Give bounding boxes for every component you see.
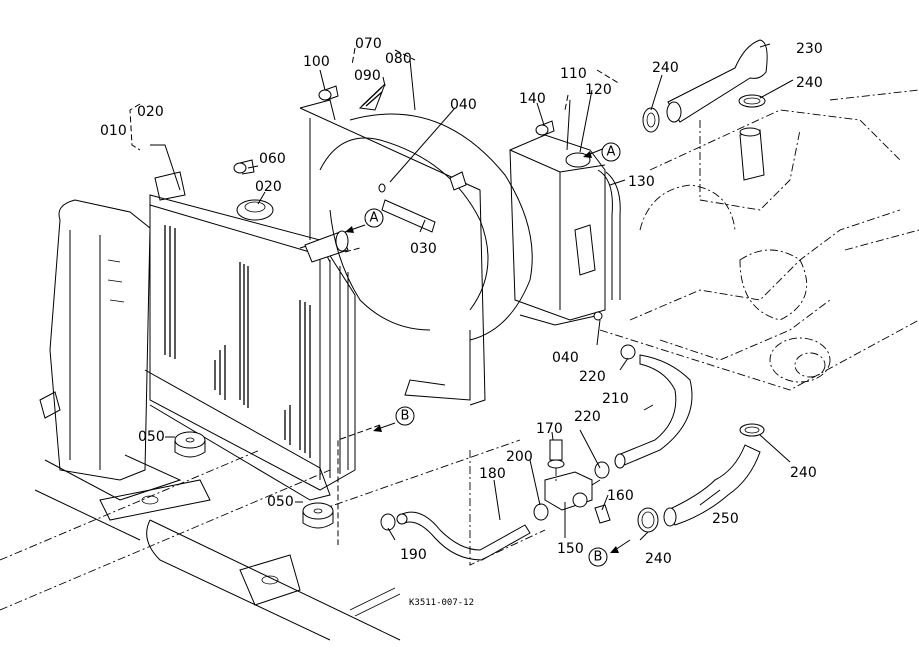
part-label-220: 220 — [579, 369, 606, 385]
ref-marker-a-right: A — [601, 142, 621, 162]
part-label-160: 160 — [607, 488, 634, 504]
ref-marker-a-left: A — [364, 208, 384, 228]
part-label-170: 170 — [536, 421, 563, 437]
part-label-180: 180 — [479, 466, 506, 482]
part-label-050: 050 — [267, 494, 294, 510]
clip-040-upper — [378, 171, 467, 193]
rubber-mount-left — [174, 431, 206, 458]
part-label-020: 020 — [255, 179, 282, 195]
part-label-040: 040 — [450, 97, 477, 113]
hose-180 — [396, 511, 531, 561]
part-label-250: 250 — [712, 511, 739, 527]
plug-100 — [318, 85, 339, 101]
part-labels: 010 020 020 030 040 040 050 050 060 070 … — [100, 36, 823, 567]
reference-arrows — [344, 147, 631, 553]
part-label-150: 150 — [557, 541, 584, 557]
part-label-140: 140 — [519, 91, 546, 107]
part-label-240: 240 — [790, 465, 817, 481]
seal-090 — [358, 83, 386, 111]
part-label-240: 240 — [796, 75, 823, 91]
part-label-100: 100 — [303, 54, 330, 70]
part-label-030: 030 — [410, 241, 437, 257]
hose-230 — [666, 39, 768, 123]
part-label-060: 060 — [259, 151, 286, 167]
clamp-220-a — [620, 344, 636, 360]
leader-lines — [129, 43, 794, 566]
clamp-240-b — [738, 94, 766, 108]
drain-cock-150 — [544, 471, 601, 511]
drawing-code: K3511-007-12 — [409, 598, 474, 608]
part-label-050: 050 — [138, 429, 165, 445]
svg-text:A: A — [370, 211, 379, 226]
clamp-240-d — [637, 507, 659, 533]
part-label-130: 130 — [628, 174, 655, 190]
part-label-210: 210 — [602, 391, 629, 407]
engine-phantom — [599, 89, 919, 391]
part-label-240: 240 — [645, 551, 672, 567]
drain-plug-170 — [547, 439, 565, 482]
svg-text:B: B — [401, 409, 410, 424]
plug-060 — [233, 159, 255, 175]
svg-text:B: B — [594, 550, 603, 565]
fan-shroud — [299, 99, 533, 406]
clip-040-lower — [593, 311, 603, 321]
plug-140 — [535, 120, 555, 136]
base-frame — [0, 439, 521, 641]
part-label-020: 020 — [137, 104, 164, 120]
part-label-220: 220 — [574, 409, 601, 425]
ref-marker-b-upper: B — [395, 406, 415, 426]
part-label-110: 110 — [560, 66, 587, 82]
part-label-190: 190 — [400, 547, 427, 563]
part-label-230: 230 — [796, 41, 823, 57]
hose-210 — [614, 354, 693, 469]
svg-text:A: A — [607, 145, 616, 160]
part-label-010: 010 — [100, 123, 127, 139]
hose-250 — [663, 444, 761, 527]
clamp-240-a — [642, 107, 660, 133]
reserve-tank — [509, 134, 621, 326]
part-label-120: 120 — [585, 82, 612, 98]
clamp-190 — [380, 513, 396, 531]
side-cover — [34, 199, 182, 541]
clamp-220-b — [594, 461, 610, 479]
part-label-200: 200 — [506, 449, 533, 465]
drain-cock-160 — [594, 504, 611, 524]
part-label-080: 080 — [385, 51, 412, 67]
radiator — [144, 171, 356, 501]
rubber-mount-right — [302, 502, 334, 529]
part-label-090: 090 — [354, 68, 381, 84]
part-label-040: 040 — [552, 350, 579, 366]
ref-marker-b-lower: B — [588, 547, 608, 567]
clamp-200 — [533, 503, 549, 521]
part-label-070: 070 — [355, 36, 382, 52]
part-label-240: 240 — [652, 60, 679, 76]
clamp-240-c — [739, 423, 765, 437]
